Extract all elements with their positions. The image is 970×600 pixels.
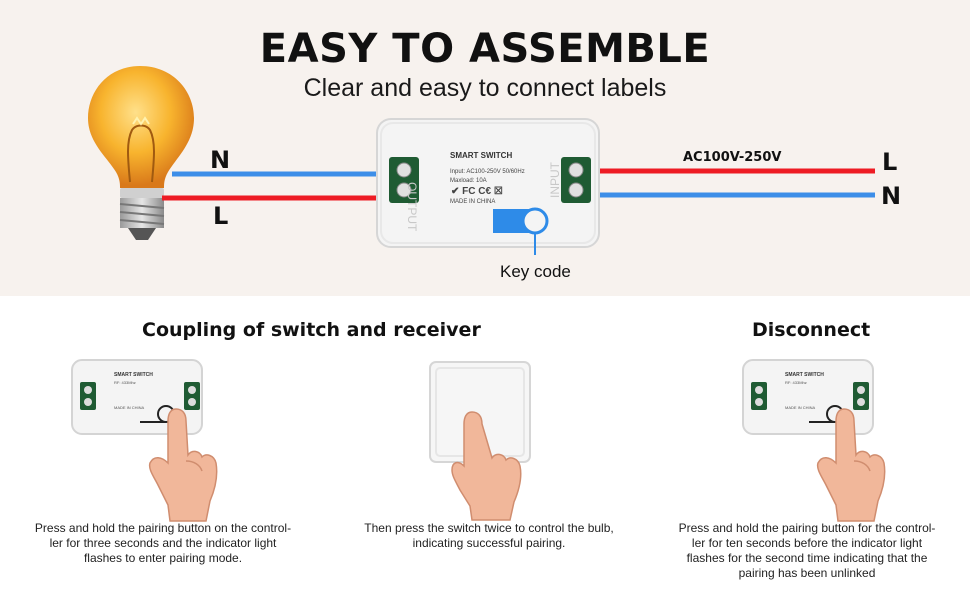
smart-switch-module [376,118,600,255]
wire-label-n-right: N [881,182,902,210]
page-subtitle: Clear and easy to connect labels [303,74,667,102]
ac-voltage-label: AC100V-250V [683,150,782,165]
module-cert-marks: ✔ FC C€ ☒ [451,186,503,197]
wire-label-l-left: L [213,202,229,230]
controller-rf-disconnect: RF: 433Mhz [785,380,807,385]
step2-caption: Then press the switch twice to control t… [364,521,614,550]
disconnect-caption: Press and hold the pairing button for th… [678,521,936,580]
module-output-port-label: OUTPUT [405,182,419,232]
controller-made-in-step1: MADE IN CHINA [114,405,145,410]
controller-rf-step1: RF: 433Mhz [114,380,136,385]
page-title: EASY TO ASSEMBLE [259,26,711,72]
hand-press-icon-disconnect [816,408,886,522]
hand-press-icon-step1 [148,408,218,522]
controller-name-disconnect: SMART SWITCH [785,372,824,378]
disconnect-heading: Disconnect [752,319,871,341]
module-name: SMART SWITCH [450,151,513,160]
controller-made-in-disconnect: MADE IN CHINA [785,405,816,410]
module-made-in: MADE IN CHINA [450,199,496,205]
controller-name-step1: SMART SWITCH [114,372,153,378]
coupling-heading: Coupling of switch and receiver [142,319,481,341]
wall-switch-panel [429,361,531,463]
wires-left [162,168,875,201]
key-code-label: Key code [500,262,571,281]
module-input-port-label: INPUT [548,162,562,198]
hand-press-icon-step2 [451,411,522,521]
wire-label-n-left: N [210,146,231,174]
light-bulb-icon [88,66,194,240]
step1-caption: Press and hold the pairing button on the… [34,521,292,565]
module-maxload: Maxload: 10A [450,178,487,184]
module-input-spec: Input: AC100-250V 50/60Hz [450,169,525,175]
wire-label-l-right: L [882,148,898,176]
